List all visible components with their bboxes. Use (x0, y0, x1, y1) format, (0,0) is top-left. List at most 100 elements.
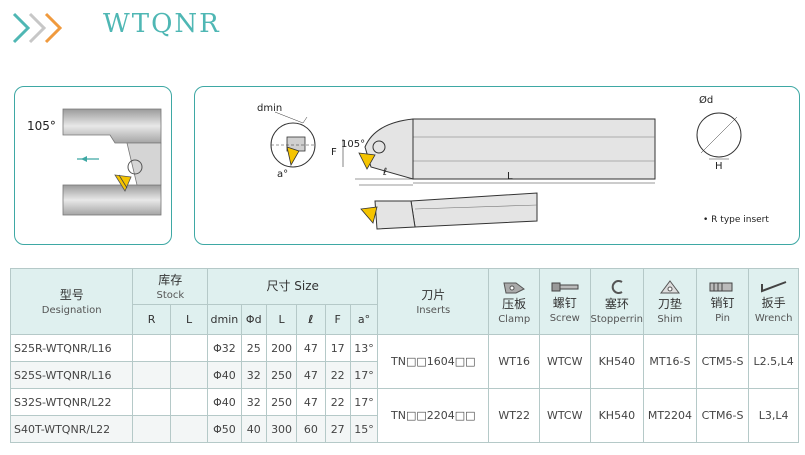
designation-header: 型号 Designation (9, 268, 134, 335)
d-cell: 32 (240, 388, 267, 416)
stock-r-header: R (132, 304, 171, 335)
wrench-icon (760, 280, 787, 292)
dmin-cell: Φ40 (207, 361, 242, 389)
diameter-label: Ød (699, 95, 714, 106)
angle-label-right: 105° (341, 139, 366, 150)
dim-header: L (265, 304, 298, 335)
pin-cell: CTM5-S (695, 334, 750, 389)
screw-en: Screw (549, 312, 580, 324)
a-angle-label: a° (277, 169, 289, 180)
table-row: S25S-WTQNR/L16 Φ40 32 250 47 22 17° (9, 361, 799, 389)
F-cell: 22 (324, 361, 351, 389)
page-title: WTQNR (103, 9, 221, 39)
h-dim-label: H (715, 161, 723, 172)
designation-cell: S25S-WTQNR/L16 (9, 361, 134, 389)
shim-cn: 刀垫 (657, 296, 682, 311)
stopper-cn: 塞环 (604, 296, 629, 311)
stopper-header: 塞环 Stopperring (589, 268, 645, 335)
stock-r-cell (132, 334, 171, 362)
size-header: 尺寸 Size (207, 268, 379, 305)
f-dim-label: F (331, 147, 337, 158)
screw-cell: WTCW (538, 334, 591, 389)
dim-header: a° (349, 304, 379, 335)
dim-header: ℓ (296, 304, 326, 335)
stock-l-cell (169, 361, 209, 389)
shim-header: 刀垫 Shim (643, 268, 697, 335)
stopper-cell: KH540 (589, 388, 645, 443)
wrench-cn: 扳手 (761, 295, 786, 310)
tool-dimension-panel: dmin a° F 105° ℓ L Ød H • R type insert (194, 86, 800, 245)
inserts-cell: TN□□2204□□ (377, 388, 490, 443)
l-cell: 47 (296, 334, 326, 362)
F-cell: 17 (324, 334, 351, 362)
dim-header: dmin (207, 304, 242, 335)
L-cell: 300 (265, 415, 298, 443)
clamp-icon (503, 282, 526, 293)
a-cell: 17° (349, 361, 379, 389)
inserts-cell: TN□□1604□□ (377, 334, 490, 389)
pin-en: Pin (715, 312, 730, 324)
boring-diagram-panel: 105° (14, 86, 172, 245)
tool-drawing (270, 111, 742, 230)
stock-r-cell (132, 388, 171, 416)
l-dim-label: ℓ (383, 167, 388, 178)
designation-en: Designation (41, 304, 102, 316)
inserts-cn: 刀片 (421, 287, 446, 302)
stock-en: Stock (156, 289, 185, 301)
clamp-cn: 压板 (502, 296, 527, 311)
stopper-cell: KH540 (589, 334, 645, 389)
pin-icon (709, 282, 733, 291)
dim-header: Φd (240, 304, 267, 335)
screw-cell: WTCW (538, 388, 591, 443)
pin-cell: CTM6-S (695, 388, 750, 443)
dmin-cell: Φ32 (207, 334, 242, 362)
a-cell: 17° (349, 388, 379, 416)
chevron-logo-icon (12, 12, 63, 44)
shim-cell: MT16-S (643, 334, 697, 389)
designation-cell: S32S-WTQNR/L22 (9, 388, 134, 416)
dmin-cell: Φ50 (207, 415, 242, 443)
a-cell: 15° (349, 415, 379, 443)
L-dim-label: L (507, 171, 513, 182)
l-cell: 60 (296, 415, 326, 443)
stock-l-cell (169, 415, 209, 443)
inserts-en: Inserts (416, 304, 451, 316)
wrench-header: 扳手 Wrench (748, 268, 799, 335)
d-cell: 40 (240, 415, 267, 443)
insert-note: • R type insert (703, 215, 769, 225)
pin-cn: 销钉 (710, 295, 735, 310)
L-cell: 250 (265, 388, 298, 416)
F-cell: 22 (324, 388, 351, 416)
wrench-en: Wrench (754, 312, 793, 324)
dmin-cell: Φ40 (207, 388, 242, 416)
dmin-label: dmin (257, 103, 283, 114)
designation-cell: S40T-WTQNR/L22 (9, 415, 134, 443)
shim-cell: MT2204 (643, 388, 697, 443)
wrench-cell: L3,L4 (748, 388, 799, 443)
stock-l-header: L (169, 304, 209, 335)
d-cell: 25 (240, 334, 267, 362)
d-cell: 32 (240, 361, 267, 389)
stopper-en: Stopperring (590, 313, 644, 325)
inserts-header: 刀片 Inserts (377, 268, 490, 335)
dim-header: F (324, 304, 351, 335)
clamp-cell: WT22 (488, 388, 540, 443)
L-cell: 200 (265, 334, 298, 362)
stock-r-cell (132, 361, 171, 389)
l-cell: 47 (296, 388, 326, 416)
shim-en: Shim (657, 313, 683, 325)
clamp-en: Clamp (498, 313, 531, 325)
designation-cn: 型号 (59, 287, 84, 302)
a-cell: 13° (349, 334, 379, 362)
stock-l-cell (169, 388, 209, 416)
stopper-ring-icon (611, 279, 623, 294)
screw-header: 螺钉 Screw (538, 268, 591, 335)
screw-cn: 螺钉 (552, 295, 577, 310)
table-row: S40T-WTQNR/L22 Φ50 40 300 60 27 15° (9, 415, 799, 443)
shim-icon (659, 279, 680, 293)
wrench-cell: L2.5,L4 (748, 334, 799, 389)
table-row: S25R-WTQNR/L16 Φ32 25 200 47 17 13° TN□□… (9, 334, 799, 389)
L-cell: 250 (265, 361, 298, 389)
screw-icon (551, 282, 579, 291)
